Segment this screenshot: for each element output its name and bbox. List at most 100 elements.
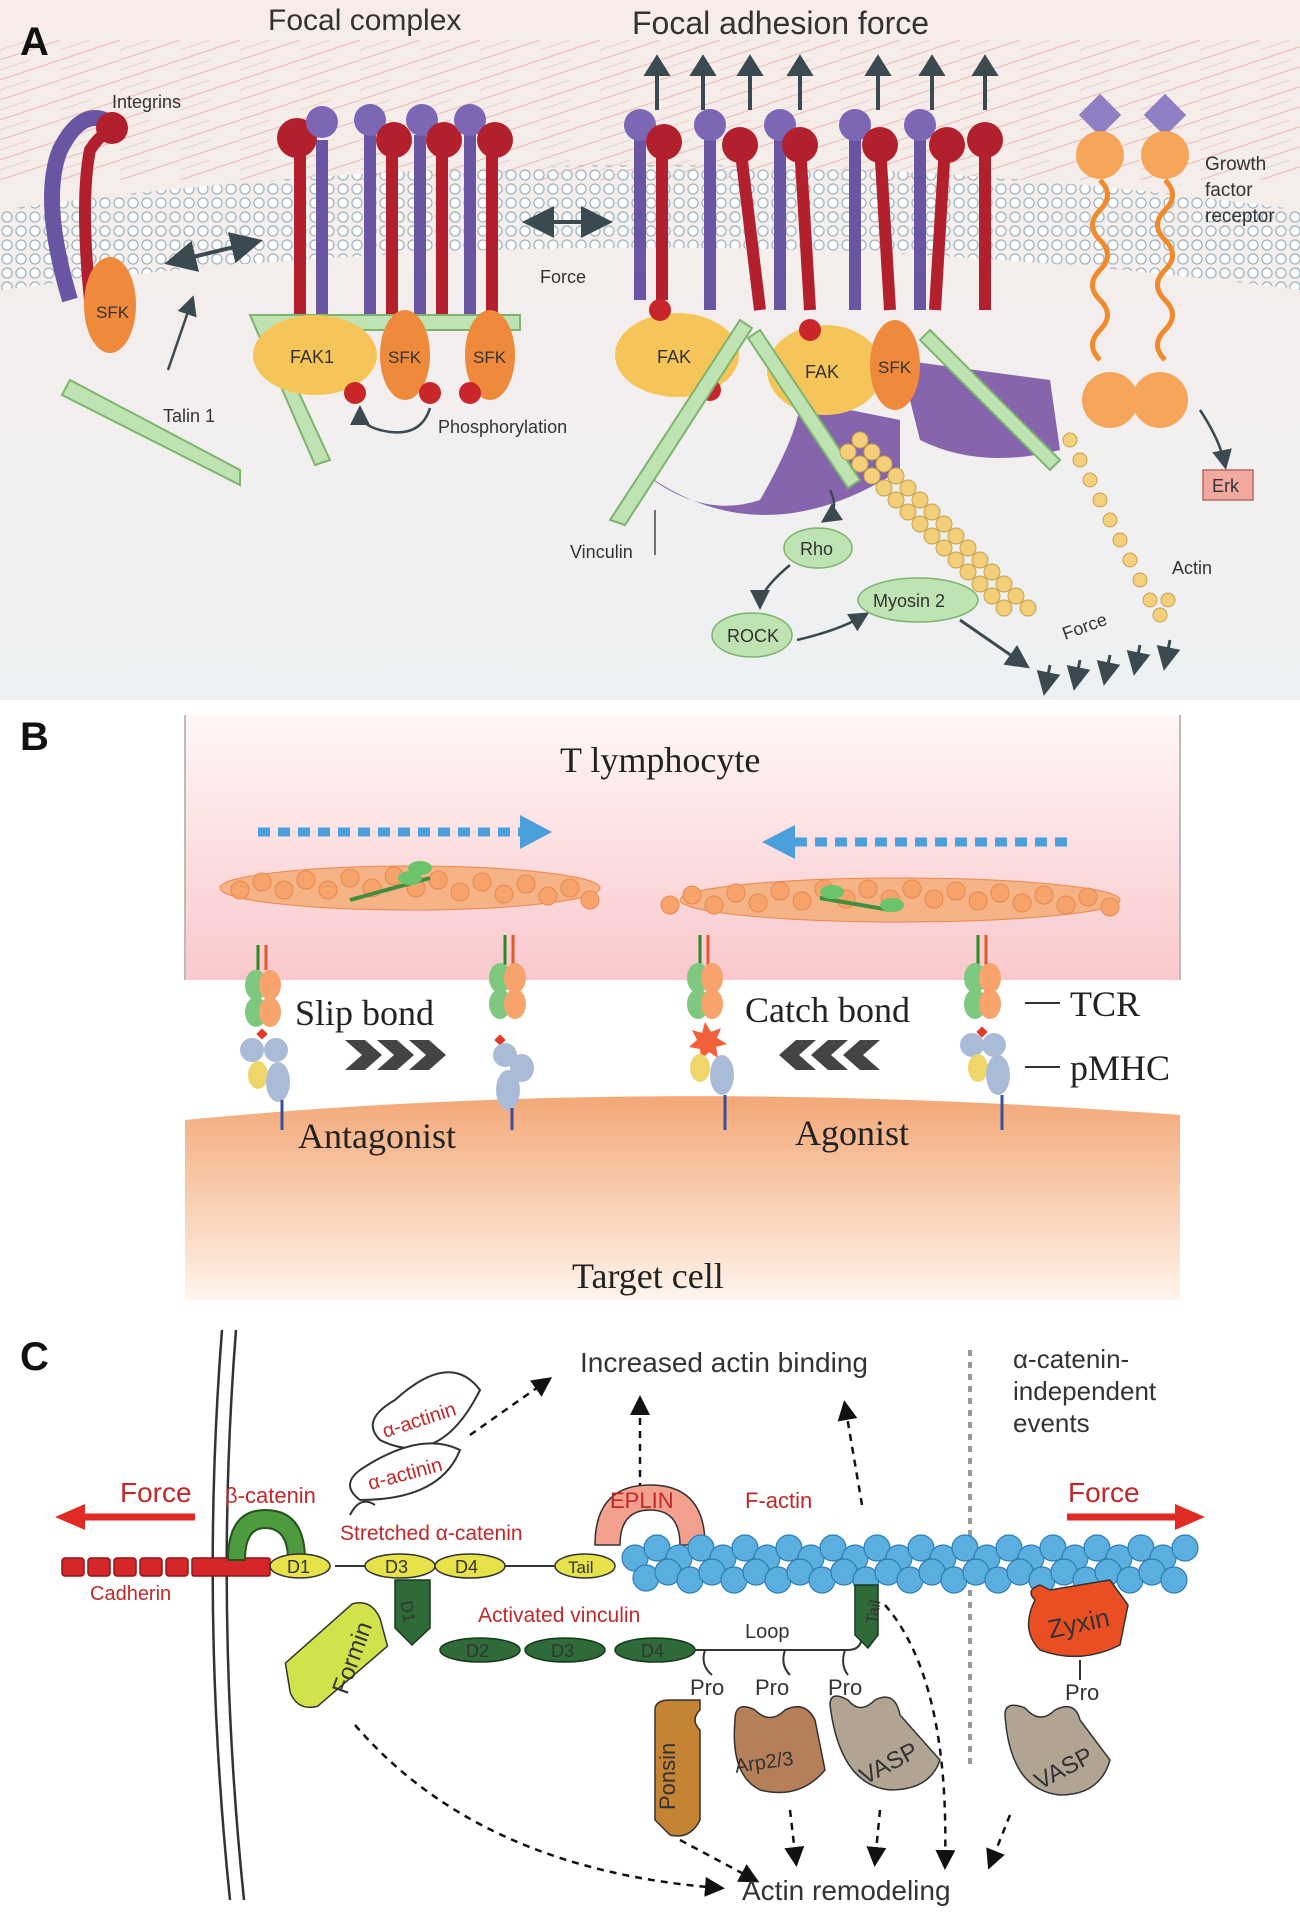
pro-label-1: Pro: [690, 1675, 724, 1700]
vinculin-d3: [524, 1637, 606, 1663]
growth-factor-label-2: factor: [1205, 180, 1253, 201]
force-right-label: Force: [1068, 1477, 1140, 1508]
inactive-integrin: [44, 110, 136, 353]
t-lymphocyte-label: T lymphocyte: [560, 740, 760, 780]
vinculin-tail: [854, 1584, 879, 1650]
ponsin-label: Ponsin: [655, 1743, 680, 1810]
growth-factor-label-3: receptor: [1205, 206, 1275, 227]
panel-b-letter: B: [20, 715, 49, 759]
independent-label-1: α-catenin-: [1013, 1344, 1129, 1374]
alpha-actinin-1: [371, 1371, 482, 1450]
cadherin: [61, 1557, 271, 1577]
focal-complex-title: Focal complex: [268, 4, 461, 37]
target-cell-label: Target cell: [572, 1256, 724, 1296]
loop-label: Loop: [745, 1621, 790, 1643]
focal-complex-integrins: [277, 104, 513, 330]
independent-label-2: independent: [1013, 1376, 1157, 1406]
catenin-d1: [269, 1553, 331, 1579]
integrins-label: Integrins: [112, 92, 181, 112]
myosin-arrow: [796, 612, 870, 642]
ponsin-remodeling-arrow: [679, 1838, 760, 1883]
fak1-body: [253, 315, 377, 395]
vinculin-remodeling-arrow: [884, 1604, 956, 1870]
talin-adhesion-3: [918, 328, 1062, 472]
panel-c-letter: C: [20, 1335, 49, 1379]
actin-label: Actin: [1172, 558, 1212, 578]
alpha-actinin-2: [349, 1442, 462, 1502]
vinculin-d3-label: D3: [551, 1641, 574, 1661]
vinculin-d1: [394, 1579, 431, 1647]
sfk-left-label: SFK: [96, 303, 130, 322]
arp-remodeling-arrow: [784, 1809, 805, 1867]
myosin-motor-left: [349, 861, 432, 902]
slip-bond-chevrons: [345, 1040, 446, 1070]
talin-label: Talin 1: [163, 406, 215, 426]
tcr-pmhc-antagonist-1: [240, 945, 290, 1130]
exchange-arrow-left: [164, 232, 263, 272]
antagonist-label: Antagonist: [298, 1116, 456, 1156]
fak1-label: FAK1: [290, 347, 334, 367]
rock-node: [711, 612, 793, 658]
sfk-right: [870, 320, 920, 410]
flow-arrow-right: [258, 815, 552, 849]
upward-force-arrows: [643, 54, 999, 110]
actinin-binding-arrow: [469, 1377, 553, 1437]
phospho-site-2: [419, 382, 441, 404]
panel-a: A Focal complex Focal adhesion force Int…: [0, 0, 1300, 700]
actin-remodeling-label: Actin remodeling: [742, 1875, 951, 1906]
fak-right-label: FAK: [805, 362, 839, 382]
pmhc-label: pMHC: [1070, 1048, 1170, 1088]
vinculin-d2: [439, 1637, 521, 1663]
catenin-d4: [434, 1553, 506, 1579]
arp-2-3: [733, 1705, 826, 1794]
force-left-label: Force: [120, 1477, 192, 1508]
talin-recruit-arrow: [166, 295, 197, 371]
vinculin-body: [640, 400, 900, 515]
zyxin: [1027, 1579, 1129, 1658]
vinculin-tail-label: Tail: [864, 1599, 885, 1626]
growth-factor-receptor: [1076, 93, 1189, 428]
stretched-alpha-catenin-label: Stretched α-catenin: [340, 1522, 523, 1545]
rho-node: [783, 527, 853, 569]
phosphorylation-arrow: [350, 405, 432, 434]
increased-actin-binding-label: Increased actin binding: [580, 1347, 868, 1378]
tcr-pmhc-agonist-2: [960, 935, 1010, 1130]
talin-adhesion-2: [746, 328, 862, 490]
catenin-tail-label: Tail: [568, 1558, 594, 1577]
panel-c: C Increased actin binding α-catenin- ind…: [20, 1329, 1205, 1906]
beta-catenin: [226, 1508, 307, 1561]
eplin: [594, 1484, 706, 1546]
growth-factor-label-1: Growth: [1205, 154, 1266, 175]
phosphorylation-label: Phosphorylation: [438, 417, 567, 437]
rock-label: ROCK: [727, 626, 779, 646]
phospho-site-3: [459, 382, 481, 404]
phospho-site-1: [344, 382, 366, 404]
target-cell: [185, 1096, 1180, 1300]
plasma-membrane-line-1: [211, 1329, 232, 1901]
agonist-label: Agonist: [795, 1113, 909, 1153]
rho-arrow: [820, 489, 844, 523]
tcr-pmhc-antagonist-2: [489, 935, 534, 1130]
plasma-membrane-line-2: [225, 1329, 246, 1901]
pro-label-zyxin: Pro: [1065, 1680, 1099, 1705]
t-lymphocyte-cell: [185, 715, 1180, 980]
vinculin-d1-label: D1: [396, 1599, 418, 1624]
rock-arrow: [750, 564, 791, 610]
focal-adhesion-integrins: [624, 109, 1003, 311]
flow-arrow-left: [762, 825, 1075, 859]
sfk-center-1: [380, 310, 430, 400]
pro-label-2: Pro: [755, 1675, 789, 1700]
panel-b: B T lymphocyte: [20, 715, 1181, 1300]
catenin-tail: [554, 1553, 616, 1579]
cadherin-label: Cadherin: [90, 1583, 171, 1605]
force-right-arrow: [1067, 1504, 1205, 1530]
rho-label: Rho: [800, 539, 833, 559]
myosin-label: Myosin 2: [873, 591, 945, 611]
sfk-center-1-label: SFK: [388, 348, 422, 367]
vasp-remodeling-arrow: [866, 1809, 887, 1867]
panel-a-letter: A: [20, 20, 49, 64]
vasp-right-remodeling-arrow: [986, 1814, 1012, 1870]
eplin-label: EPLIN: [610, 1488, 674, 1513]
focal-adhesion-force-title: Focal adhesion force: [632, 5, 929, 41]
